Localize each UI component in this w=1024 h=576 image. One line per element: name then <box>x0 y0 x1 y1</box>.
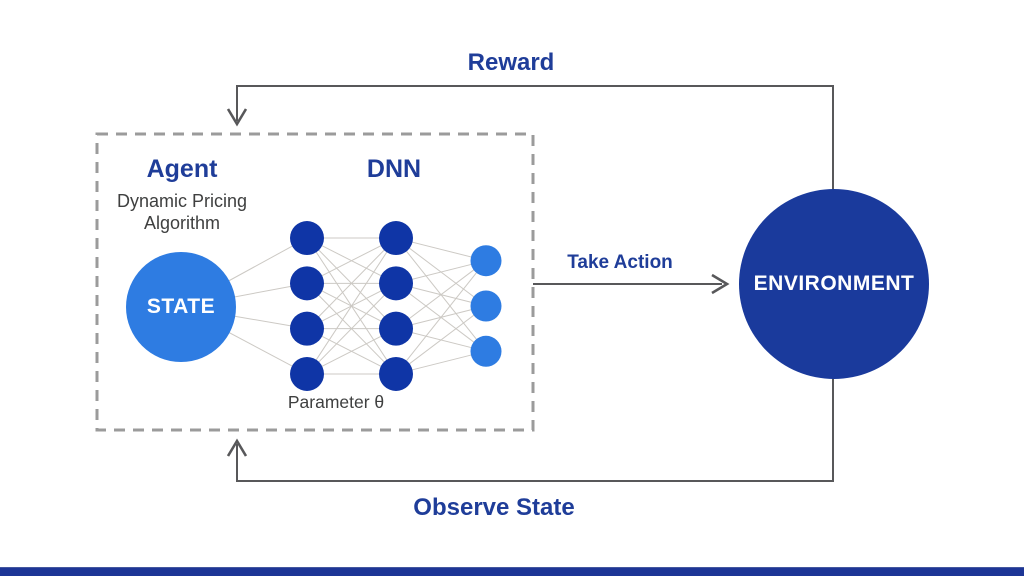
dnn-node <box>470 245 502 277</box>
reward-label: Reward <box>467 49 555 76</box>
dnn-connection-line <box>395 260 487 375</box>
take-action-arrowhead-icon <box>711 273 730 295</box>
dnn-nodes <box>290 221 502 391</box>
dnn-node <box>379 356 413 391</box>
dnn-node <box>470 290 502 322</box>
state-circle <box>126 252 236 362</box>
footer-bar <box>0 567 1024 576</box>
dnn-connection-line <box>306 237 397 330</box>
observe-state-arrowhead-icon <box>226 438 248 457</box>
dnn-connection-line <box>306 282 397 375</box>
dnn-connection-line <box>306 237 397 375</box>
observe-state-label: Observe State <box>413 494 575 521</box>
take-action-label: Take Action <box>567 252 673 273</box>
dnn-connection-line <box>395 260 487 330</box>
dnn-title: DNN <box>366 155 422 183</box>
dnn-node <box>290 221 324 256</box>
dnn-node <box>470 335 502 367</box>
environment-circle-label: ENVIRONMENT <box>753 272 915 295</box>
reward-arrow-line <box>236 85 834 190</box>
dnn-node <box>290 266 324 301</box>
dnn-node <box>290 311 324 346</box>
agent-box-border <box>95 132 535 432</box>
agent-subtitle: Dynamic Pricing Algorithm <box>116 191 248 233</box>
state-circle-label: STATE <box>146 295 216 318</box>
agent-title: Agent <box>146 155 218 183</box>
dnn-connection-line <box>395 305 487 375</box>
parameter-theta-label: Parameter θ <box>287 392 385 412</box>
dnn-node <box>379 266 413 301</box>
dnn-node <box>290 356 324 391</box>
dnn-node <box>379 221 413 256</box>
dnn-node <box>379 311 413 346</box>
observe-state-arrow-line <box>236 378 834 482</box>
reward-arrowhead-icon <box>226 108 248 127</box>
environment-circle <box>739 189 929 379</box>
